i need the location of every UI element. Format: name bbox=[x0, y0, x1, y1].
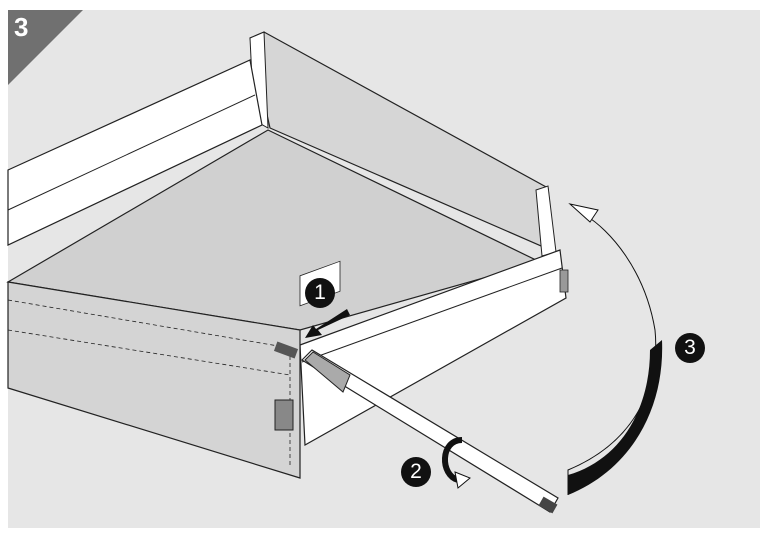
rotate-arrow-icon bbox=[442, 437, 463, 483]
callout-1: 1 bbox=[305, 278, 335, 308]
step-corner bbox=[8, 10, 83, 85]
push-arrow-icon bbox=[305, 309, 350, 338]
adjustment-tool bbox=[301, 349, 559, 513]
front-panel bbox=[7, 281, 301, 479]
tilt-arrow-icon bbox=[567, 214, 657, 495]
front-fixing-bracket bbox=[274, 399, 294, 431]
adjuster-screw bbox=[273, 341, 299, 359]
callout-2: 2 bbox=[401, 457, 431, 487]
callout-3: 3 bbox=[675, 333, 705, 363]
tool-sleeve bbox=[304, 351, 351, 393]
left-side-wall bbox=[7, 59, 263, 246]
step-number: 3 bbox=[14, 12, 29, 42]
